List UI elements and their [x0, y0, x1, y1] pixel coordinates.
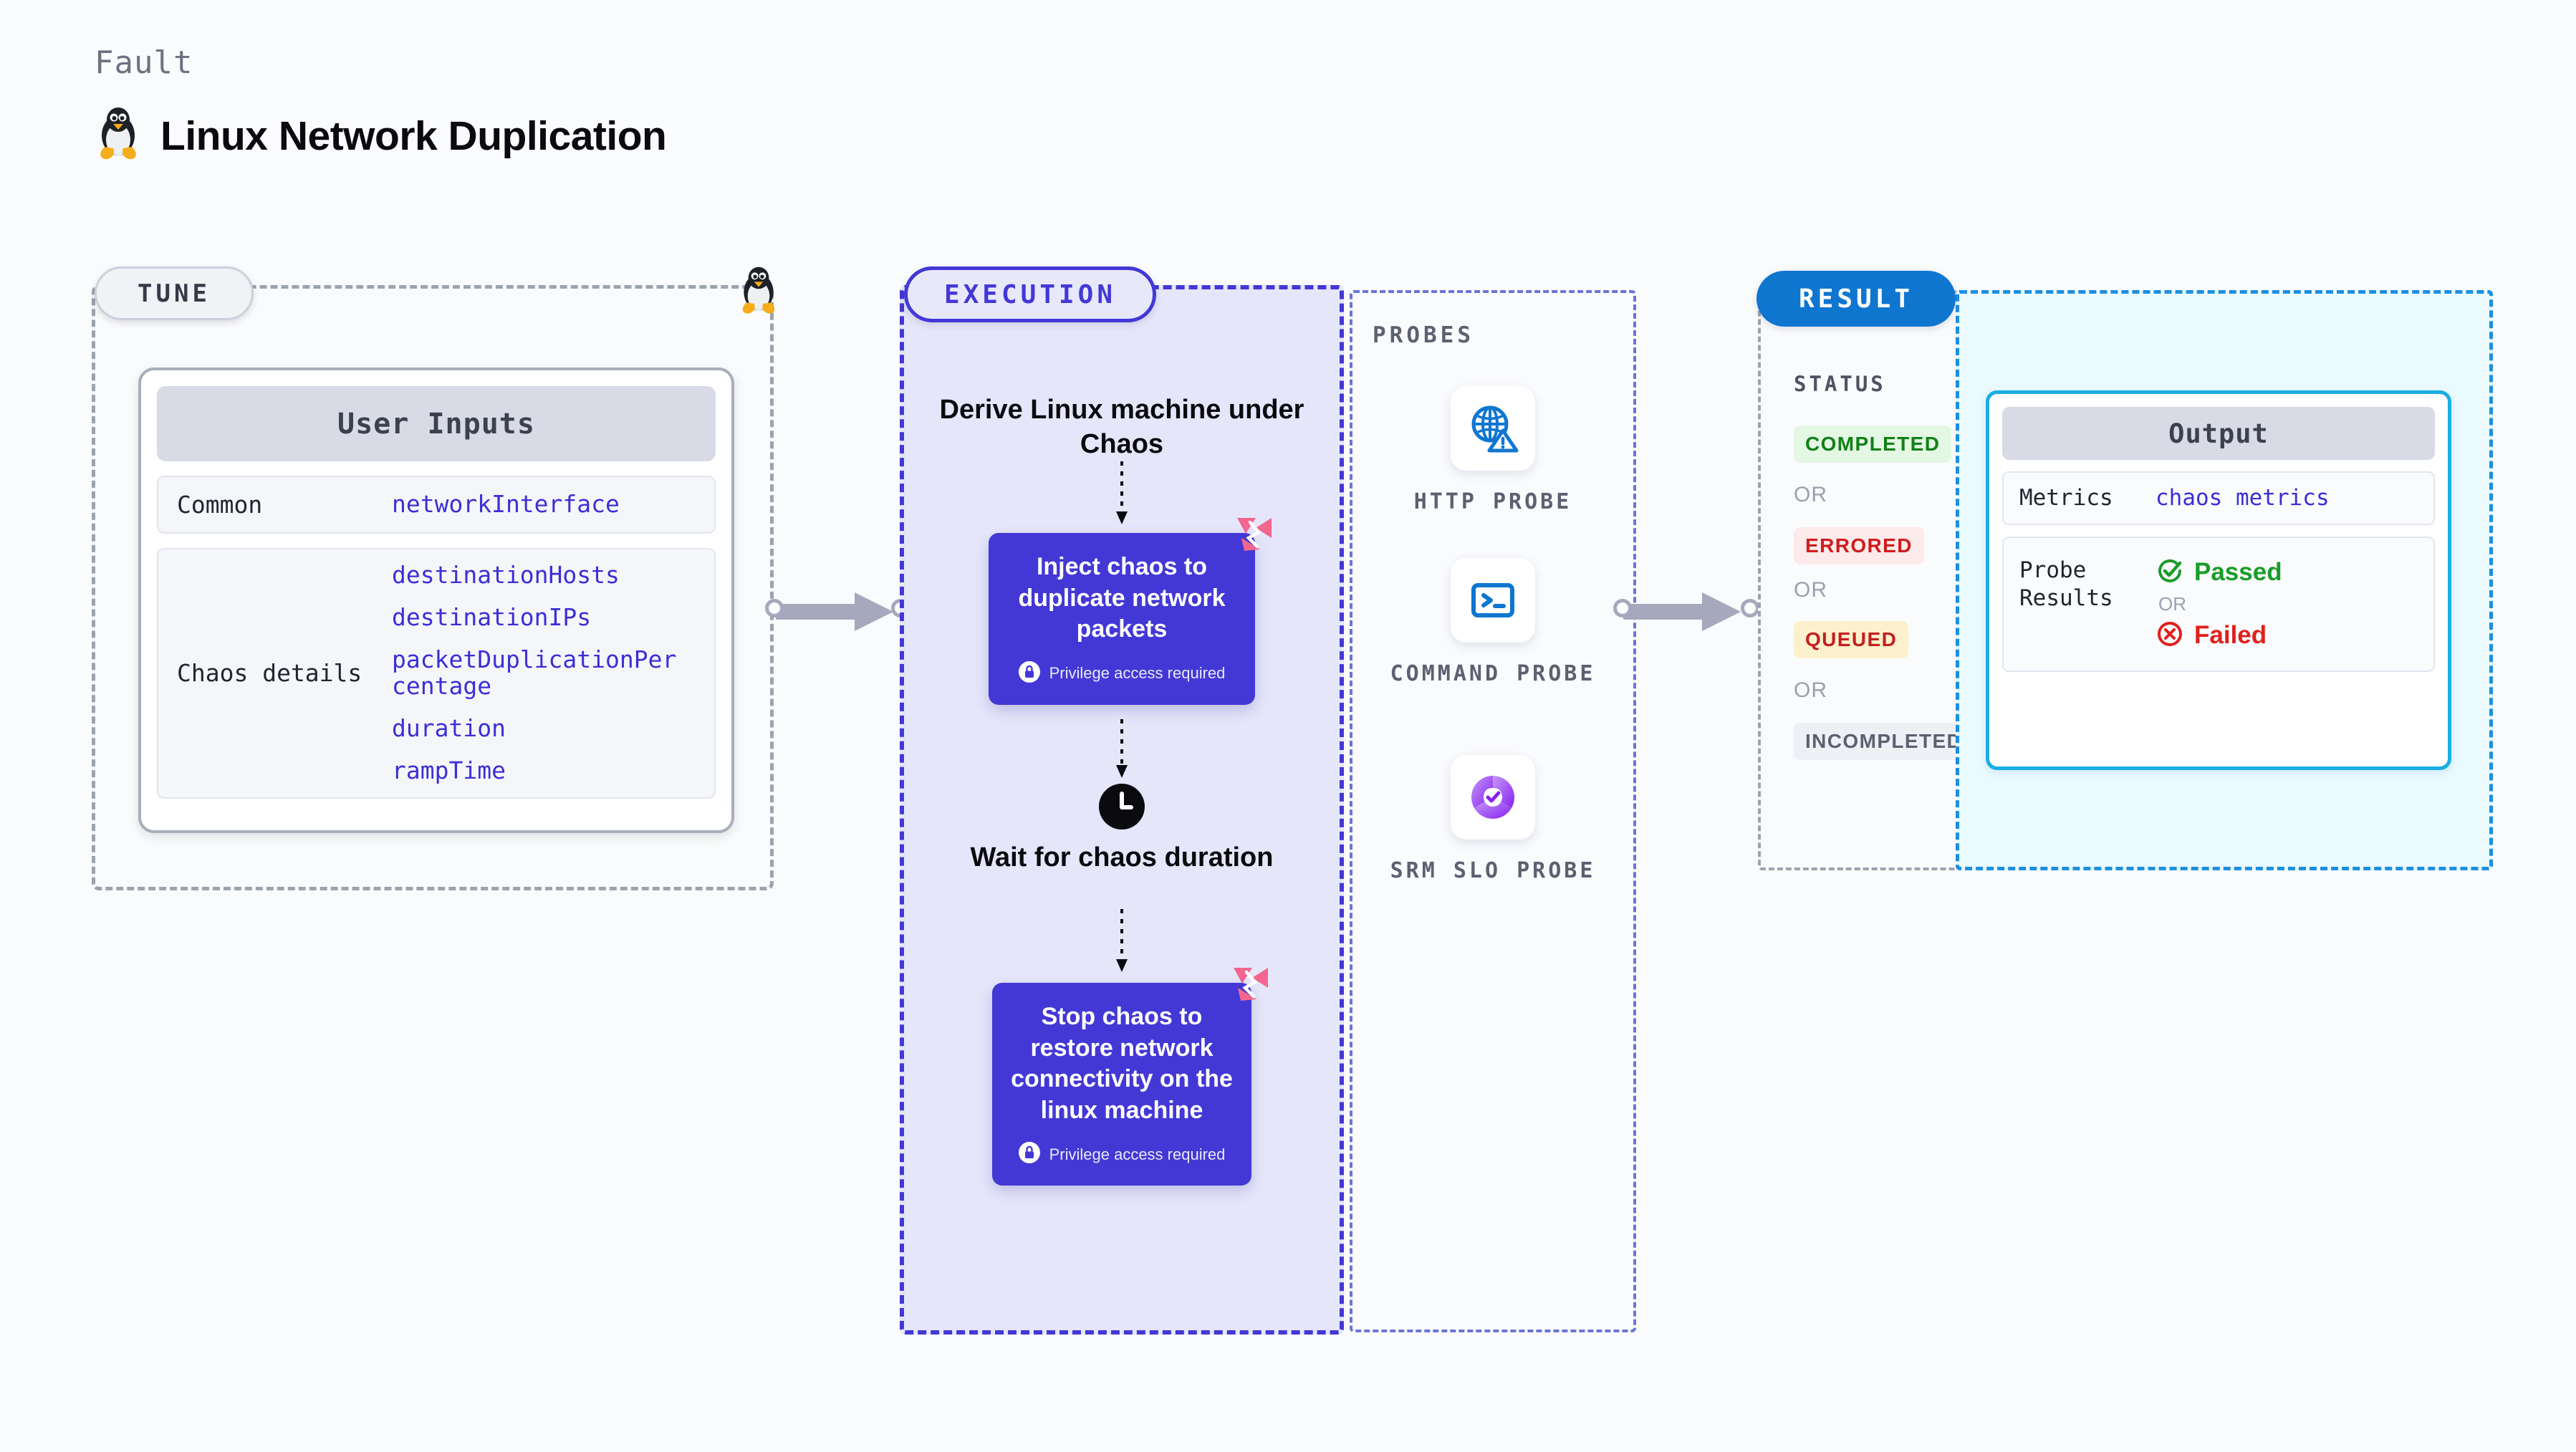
probe-result-or: OR [2158, 592, 2186, 615]
probe-label-command: COMMAND PROBE [1390, 661, 1596, 686]
exec-node-stop-chaos[interactable]: Stop chaos to restore network connectivi… [992, 968, 1268, 1186]
input-packetduplicationpercentage[interactable]: packetDuplicationPercentage [392, 645, 677, 701]
terminal-icon [1451, 558, 1535, 643]
flow-arrow-2 [1112, 719, 1131, 784]
result-status-panel: STATUS COMPLETED OR ERRORED OR QUEUED OR… [1758, 290, 1974, 870]
status-or-3: OR [1794, 678, 1827, 702]
probes-panel: HTTP PROBE COMMAND PROBE [1350, 290, 1636, 1332]
input-networkinterface[interactable]: networkInterface [392, 490, 620, 519]
status-or-1: OR [1794, 483, 1827, 506]
connector-dot-result [1741, 599, 1759, 617]
output-group-probe-results: Probe Results Passed OR [2002, 536, 2435, 672]
connector-tune-to-execution [770, 577, 913, 652]
linux-penguin-icon [95, 105, 142, 166]
result-panel-tag: RESULT [1756, 271, 1956, 327]
probe-result-failed: Failed [2156, 620, 2282, 652]
exec-step-wait-title: Wait for chaos duration [970, 842, 1274, 872]
tune-panel: User Inputs Common networkInterface Chao… [92, 285, 774, 890]
output-card: Output Metrics chaos metrics Probe Resul… [1986, 390, 2451, 770]
probe-result-failed-text: Failed [2194, 621, 2267, 650]
x-circle-icon [2156, 620, 2184, 652]
input-ramptime[interactable]: rampTime [392, 756, 506, 785]
probe-label-srm-slo: SRM SLO PROBE [1390, 858, 1596, 883]
exec-node-inject-chaos-text: Inject chaos to duplicate network packet… [1018, 553, 1226, 643]
connector-probes-to-result [1618, 577, 1768, 652]
output-label-metrics: Metrics [2019, 485, 2113, 511]
title-row: Linux Network Duplication [95, 105, 667, 166]
group-values-chaos-details: destinationHosts destinationIPs packetDu… [392, 562, 678, 784]
linux-penguin-icon [736, 265, 781, 320]
probe-label-http: HTTP PROBE [1413, 489, 1572, 514]
output-group-metrics: Metrics chaos metrics [2002, 471, 2435, 525]
probe-http[interactable]: HTTP PROBE [1375, 386, 1611, 517]
status-badge-errored: ERRORED [1794, 527, 1924, 564]
slo-donut-check-icon [1451, 755, 1535, 840]
status-badge-incompleted: INCOMPLETED [1794, 723, 1974, 760]
exec-node-stop-chaos-text: Stop chaos to restore network connectivi… [1011, 1003, 1233, 1124]
harness-badge-icon [1234, 514, 1274, 554]
globe-warning-icon [1451, 386, 1535, 471]
execution-panel-tag: EXECUTION [904, 266, 1156, 322]
exec-step-wait [1099, 784, 1145, 830]
group-label-common: Common [177, 491, 263, 519]
user-inputs-card: User Inputs Common networkInterface Chao… [138, 367, 734, 833]
status-or-2: OR [1794, 578, 1827, 602]
group-label-chaos-details: Chaos details [177, 659, 362, 688]
status-heading: STATUS [1794, 372, 1886, 396]
page-header: Fault Linux Network Duplication [95, 44, 667, 166]
execution-panel: Derive Linux machine under Chaos Inject … [900, 285, 1344, 1335]
output-header: Output [2002, 407, 2435, 460]
input-destinationips[interactable]: destinationIPs [392, 603, 592, 632]
probe-result-passed: Passed [2156, 557, 2282, 589]
privilege-text: Privilege access required [1049, 1145, 1226, 1163]
privilege-row: Privilege access required [1018, 660, 1226, 686]
output-label-probe-results: Probe Results [2019, 557, 2113, 611]
lock-icon [1018, 1142, 1040, 1167]
privilege-row: Privilege access required [1018, 1142, 1226, 1167]
status-badge-queued: QUEUED [1794, 621, 1909, 658]
connector-dot-tune [765, 599, 784, 617]
privilege-text: Privilege access required [1049, 664, 1226, 683]
flow-arrow-1 [1112, 461, 1131, 531]
lock-icon [1018, 660, 1040, 686]
probe-command[interactable]: COMMAND PROBE [1375, 558, 1611, 689]
output-value-chaos-metrics[interactable]: chaos metrics [2156, 485, 2330, 511]
input-destinationhosts[interactable]: destinationHosts [392, 561, 620, 590]
page-title: Linux Network Duplication [160, 112, 667, 159]
flow-arrow-3 [1112, 909, 1131, 979]
probes-section-label: PROBES [1373, 322, 1474, 348]
kicker-label: Fault [95, 44, 193, 81]
input-group-common: Common networkInterface [157, 476, 716, 534]
exec-step-derive-title: Derive Linux machine under Chaos [939, 395, 1304, 459]
input-duration[interactable]: duration [392, 714, 506, 743]
status-badge-completed: COMPLETED [1794, 425, 1952, 463]
check-circle-icon [2156, 557, 2184, 589]
user-inputs-header: User Inputs [157, 386, 716, 461]
probe-results-values: Passed OR Failed [2156, 557, 2282, 652]
probe-result-passed-text: Passed [2194, 558, 2282, 587]
tune-panel-tag: TUNE [95, 266, 254, 320]
connector-dot-probes [1613, 599, 1632, 617]
group-values-common: networkInterface [392, 491, 620, 518]
clock-icon [1099, 784, 1145, 830]
harness-badge-icon [1231, 963, 1271, 1004]
probe-srm-slo[interactable]: SRM SLO PROBE [1375, 755, 1611, 886]
exec-node-inject-chaos[interactable]: Inject chaos to duplicate network packet… [989, 518, 1272, 705]
input-group-chaos-details: Chaos details destinationHosts destinati… [157, 548, 716, 799]
